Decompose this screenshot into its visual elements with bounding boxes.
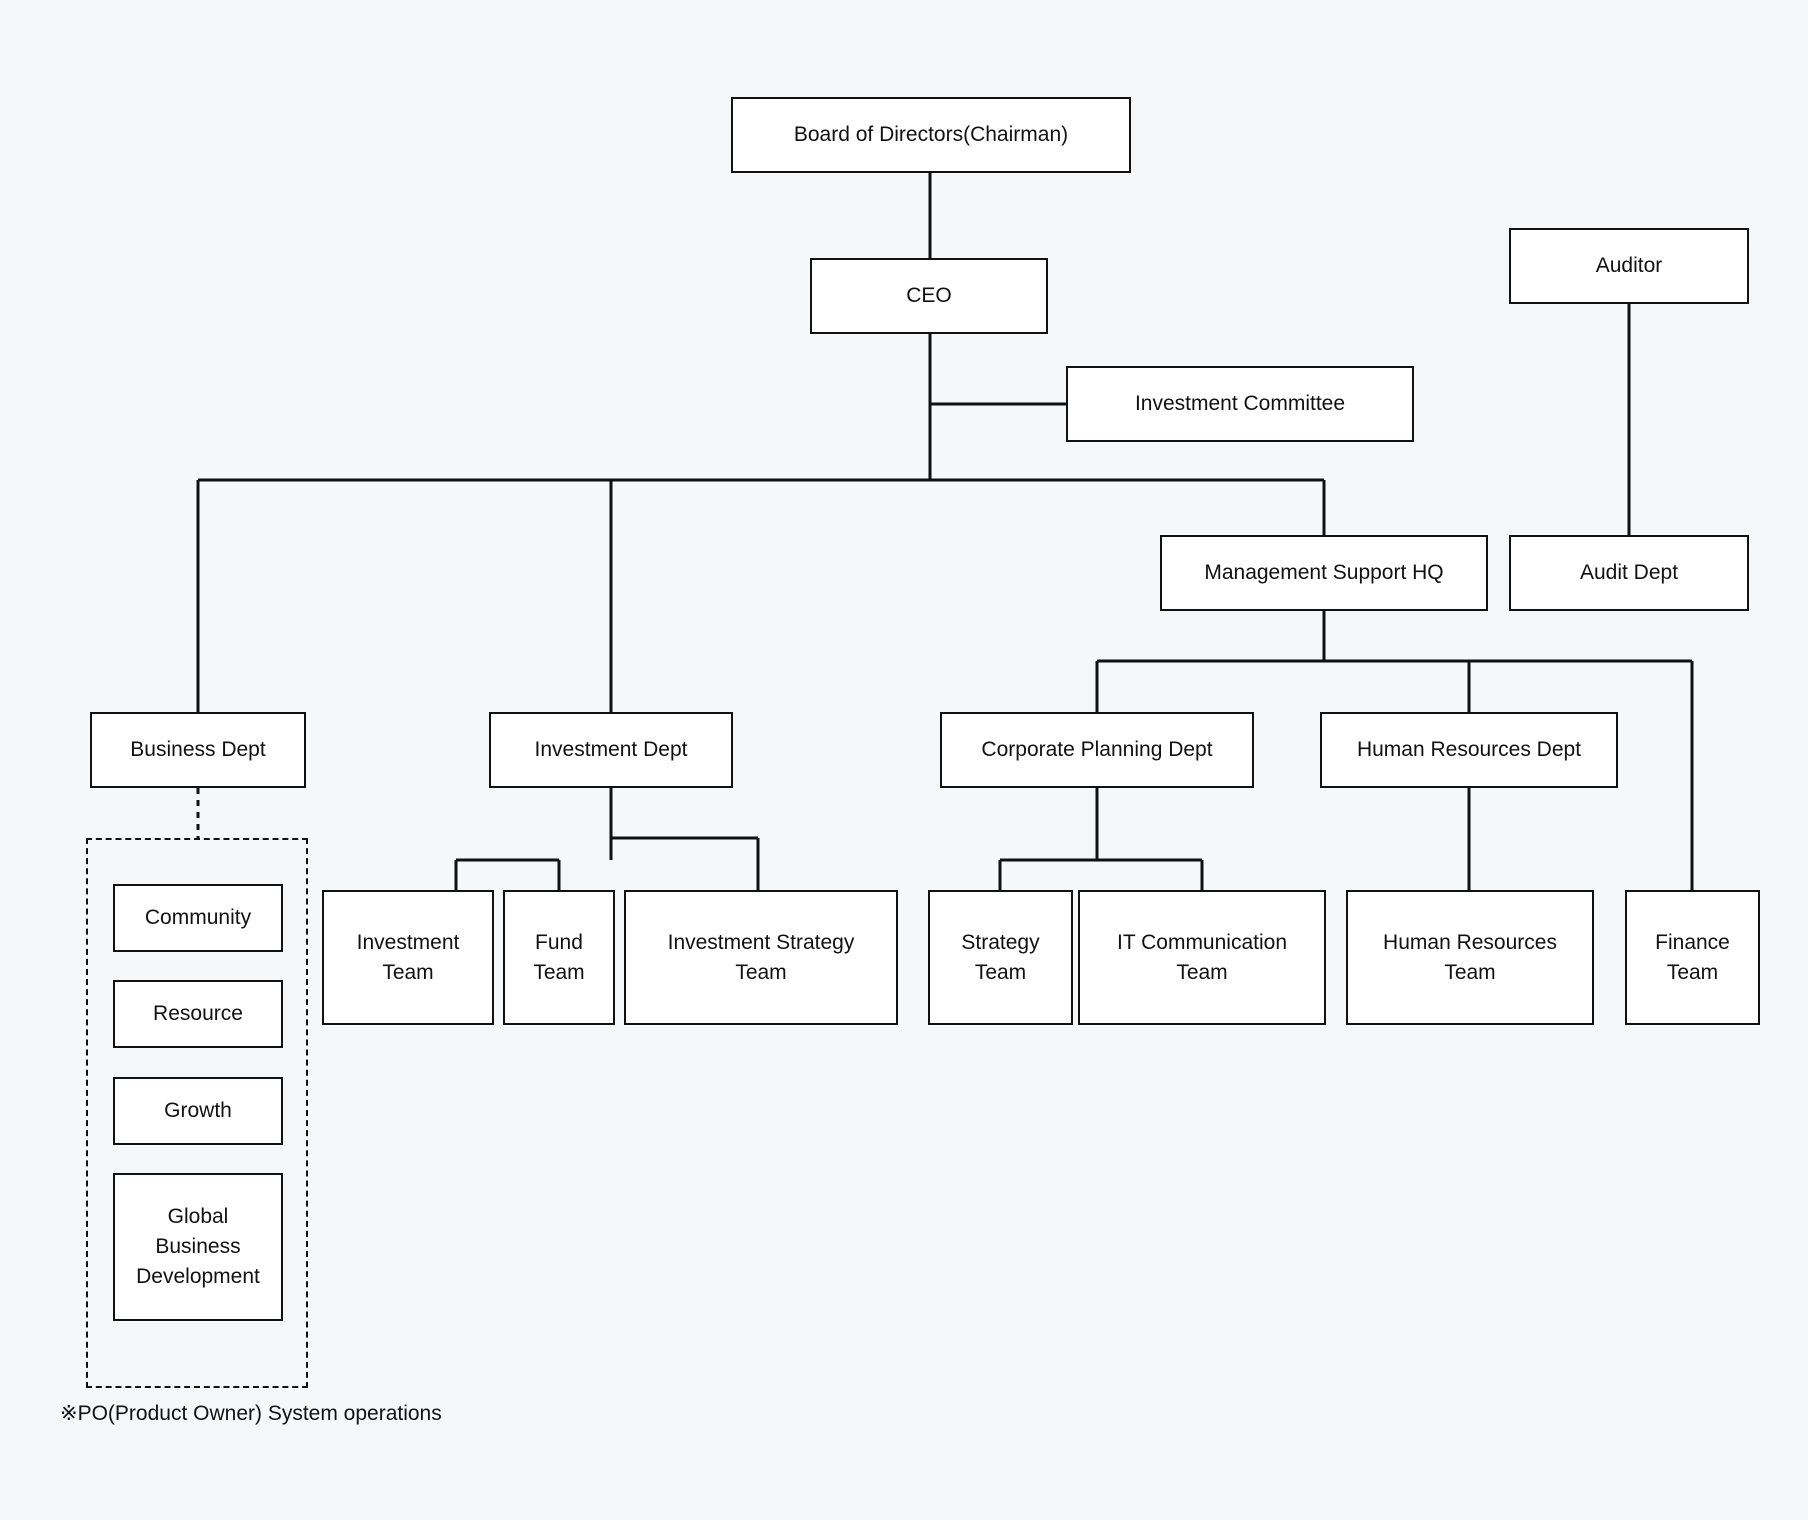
node-investment-strategy-team[interactable]: Investment Strategy Team (624, 890, 898, 1025)
node-corporate-planning-dept[interactable]: Corporate Planning Dept (940, 712, 1254, 788)
node-global-business-development[interactable]: Global Business Development (113, 1173, 283, 1321)
node-it-communication-team[interactable]: IT Communication Team (1078, 890, 1326, 1025)
node-auditor[interactable]: Auditor (1509, 228, 1749, 304)
node-human-resources-dept[interactable]: Human Resources Dept (1320, 712, 1618, 788)
po-system-footnote: ※PO(Product Owner) System operations (60, 1402, 442, 1425)
node-audit-dept[interactable]: Audit Dept (1509, 535, 1749, 611)
node-board-of-directors[interactable]: Board of Directors(Chairman) (731, 97, 1131, 173)
node-growth[interactable]: Growth (113, 1077, 283, 1145)
node-finance-team[interactable]: Finance Team (1625, 890, 1760, 1025)
node-investment-team[interactable]: Investment Team (322, 890, 494, 1025)
po-group-box (86, 838, 308, 1388)
node-investment-committee[interactable]: Investment Committee (1066, 366, 1414, 442)
node-resource[interactable]: Resource (113, 980, 283, 1048)
node-investment-dept[interactable]: Investment Dept (489, 712, 733, 788)
node-strategy-team[interactable]: Strategy Team (928, 890, 1073, 1025)
node-community[interactable]: Community (113, 884, 283, 952)
node-ceo[interactable]: CEO (810, 258, 1048, 334)
node-human-resources-team[interactable]: Human Resources Team (1346, 890, 1594, 1025)
node-management-support-hq[interactable]: Management Support HQ (1160, 535, 1488, 611)
node-fund-team[interactable]: Fund Team (503, 890, 615, 1025)
node-business-dept[interactable]: Business Dept (90, 712, 306, 788)
